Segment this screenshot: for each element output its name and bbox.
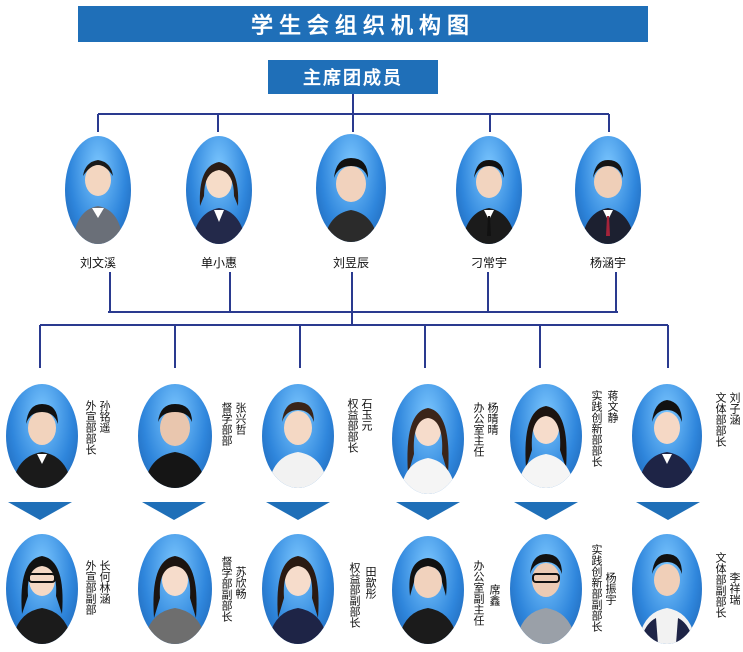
presidium-header: 主席团成员 — [268, 60, 438, 94]
arrow-down-icon — [636, 502, 700, 520]
member-name: 刘昱辰 — [332, 256, 369, 270]
minister-role: 办公室主任 — [472, 402, 485, 457]
deputy-role: 实践创新部副部长 — [590, 544, 603, 632]
member-name: 刘文溪 — [79, 256, 116, 270]
member-photo — [456, 136, 522, 244]
deputy-role: 文体部副部长 — [714, 552, 727, 618]
member-photo — [316, 134, 386, 242]
deputy-role: 督学部副部长 — [220, 556, 233, 622]
arrow-down-icon — [396, 502, 460, 520]
minister-photo — [392, 384, 464, 494]
member-photo — [186, 136, 252, 244]
deputy-photo — [392, 536, 464, 644]
deputy-role: 外宣部副部 — [84, 560, 97, 615]
arrow-down-icon — [142, 502, 206, 520]
deputy-role: 权益部副部长 — [348, 562, 361, 628]
minister-role: 督学部部 — [220, 402, 233, 446]
member-name: 单小惠 — [200, 256, 237, 270]
deputy-name: 长何林涵 — [98, 560, 111, 604]
minister-photo — [510, 384, 582, 488]
minister-role: 权益部部长 — [346, 398, 359, 453]
minister-name: 刘子涵 — [728, 392, 741, 425]
minister-name: 蒋文静 — [606, 390, 619, 423]
deputy-photo — [138, 534, 212, 644]
deputy-name: 杨振宇 — [604, 572, 617, 605]
minister-role: 文体部部长 — [714, 392, 727, 447]
deputy-photo — [6, 534, 78, 644]
deputy-photo — [262, 534, 334, 644]
arrow-down-icon — [8, 502, 72, 520]
minister-role: 外宣部部长 — [84, 400, 97, 455]
minister-photo — [632, 384, 702, 488]
deputy-name: 苏欣畅 — [234, 566, 247, 599]
minister-role: 实践创新部部长 — [590, 390, 603, 467]
deputy-name: 席鑫 — [488, 584, 501, 606]
deputy-role: 办公室副主任 — [472, 560, 485, 626]
arrow-down-icon — [266, 502, 330, 520]
member-photo — [65, 136, 131, 244]
deputy-name: 田歆彤 — [364, 566, 377, 599]
page-title: 学生会组织机构图 — [78, 6, 648, 42]
member-name: 刁常宇 — [470, 256, 507, 270]
minister-name: 孙铭遥 — [98, 400, 111, 433]
arrow-down-icon — [514, 502, 578, 520]
deputy-photo — [510, 534, 582, 644]
minister-name: 石玉元 — [360, 398, 373, 431]
minister-name: 张兴哲 — [234, 402, 247, 435]
member-photo — [575, 136, 641, 244]
deputy-name: 李祥瑞 — [728, 572, 741, 605]
minister-photo — [138, 384, 212, 488]
member-name: 杨涵宇 — [589, 256, 626, 270]
minister-photo — [262, 384, 334, 488]
deputy-photo — [632, 534, 702, 644]
minister-name: 杨晴晴 — [486, 402, 499, 435]
minister-photo — [6, 384, 78, 488]
